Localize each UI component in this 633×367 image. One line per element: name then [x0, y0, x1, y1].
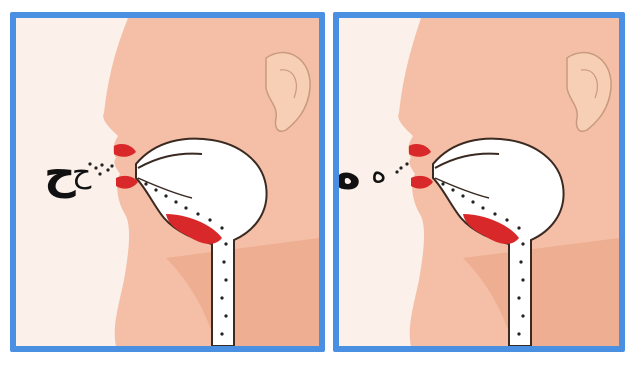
arabic-letter-small: ه	[371, 158, 387, 188]
arabic-letter-small: ح	[72, 158, 91, 188]
arabic-letter-large: ه	[335, 152, 361, 196]
arabic-letter-large: ح	[44, 152, 76, 196]
right-panel: ه ه	[333, 12, 625, 352]
left-panel: ح ح	[10, 12, 325, 352]
